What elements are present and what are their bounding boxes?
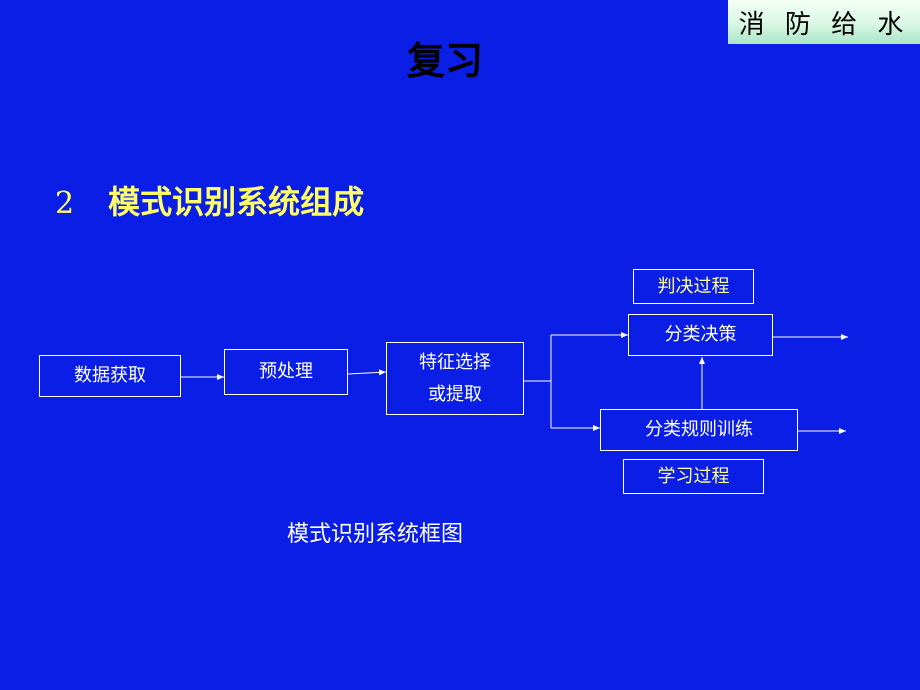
- section-heading: 2 模式识别系统组成: [55, 177, 364, 223]
- box-feature-line1: 特征选择: [419, 351, 491, 373]
- box-data-acquisition: 数据获取: [39, 355, 181, 397]
- box-learning-process: 学习过程: [623, 459, 764, 494]
- box-feature-line2: 或提取: [428, 383, 482, 405]
- diagram-caption: 模式识别系统框图: [287, 522, 464, 547]
- course-badge: 消 防 给 水: [728, 0, 920, 44]
- box-preprocess: 预处理: [224, 349, 348, 395]
- page-title: 复习: [406, 39, 483, 83]
- box-rule-training: 分类规则训练: [600, 409, 798, 451]
- arrow-preprocess-to-feature: [347, 369, 387, 376]
- box-classification-decision: 分类决策: [628, 314, 773, 356]
- section-number: 2: [55, 186, 75, 221]
- box-feature-selection: 特征选择 或提取: [386, 342, 524, 415]
- section-title: 模式识别系统组成: [108, 183, 365, 221]
- box-decision-process: 判决过程: [633, 269, 754, 304]
